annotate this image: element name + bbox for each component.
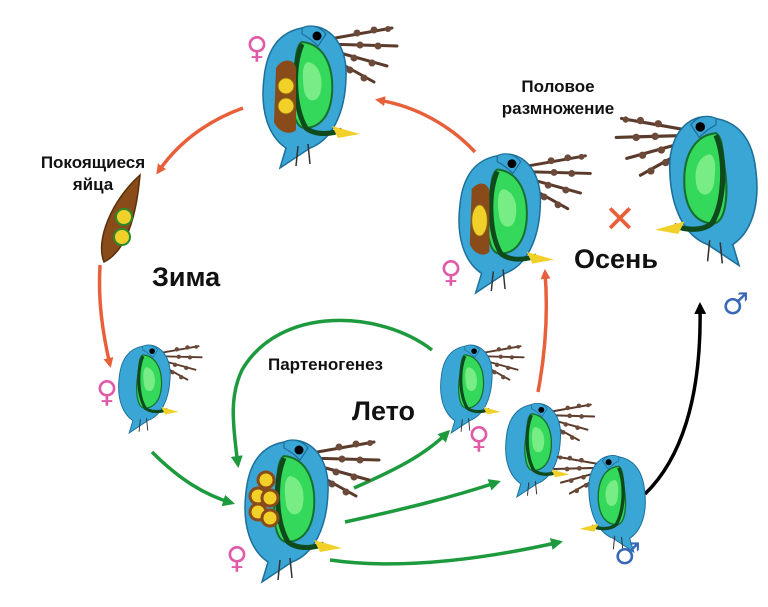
- summer-label: Лето: [352, 396, 415, 426]
- sexual-reproduction-label-line2: размножение: [501, 99, 615, 118]
- female-symbol-top: ♀: [246, 31, 268, 66]
- resting-eggs-label: Покоящиеся яйца: [18, 152, 168, 196]
- arrow-parthenogenesis-loop: [230, 318, 434, 468]
- mating-cross-icon: ✕: [604, 197, 636, 241]
- winter-label: Зима: [152, 262, 221, 292]
- female-symbol-spring: ♀: [96, 375, 118, 410]
- arrow-female-to-resting-eggs: [156, 106, 244, 175]
- sexual-reproduction-label: Половое размножение: [488, 76, 628, 120]
- arrow-male-to-autumn-male: [643, 302, 707, 496]
- sexual-reproduction-label-line1: Половое: [521, 77, 595, 96]
- arrow-big-female-to-summer-female: [344, 479, 501, 524]
- resting-eggs-label-line2: яйца: [72, 175, 114, 194]
- arrow-big-female-to-male: [329, 538, 563, 566]
- male-symbol-autumn: ♂: [722, 287, 749, 322]
- daphnia-icon: [504, 401, 596, 499]
- female-symbol-autumn: ♀: [440, 255, 462, 290]
- arrow-summer-female-to-autumn-female: [536, 269, 551, 393]
- ephippium-icon: [100, 173, 141, 264]
- autumn-label: Осень: [574, 244, 658, 274]
- resting-eggs-label-line1: Покоящиеся: [40, 153, 146, 172]
- daphnia-icon: [263, 26, 397, 168]
- arrow-spring-female-to-big-female: [150, 450, 235, 507]
- arrow-big-female-to-small-female: [353, 429, 451, 490]
- daphnia-icon: [459, 154, 590, 293]
- female-symbol-big: ♀: [226, 541, 248, 576]
- arrow-resting-eggs-to-spring-female: [97, 264, 114, 368]
- arrow-autumn-female-to-top-female: [375, 96, 477, 154]
- daphnia-icon: [245, 440, 379, 582]
- female-symbol-small: ♀: [468, 421, 490, 456]
- daphnia-icon: [117, 343, 204, 435]
- parthenogenesis-label: Партеногенез: [268, 355, 383, 374]
- male-symbol-summer: ♂: [614, 537, 641, 572]
